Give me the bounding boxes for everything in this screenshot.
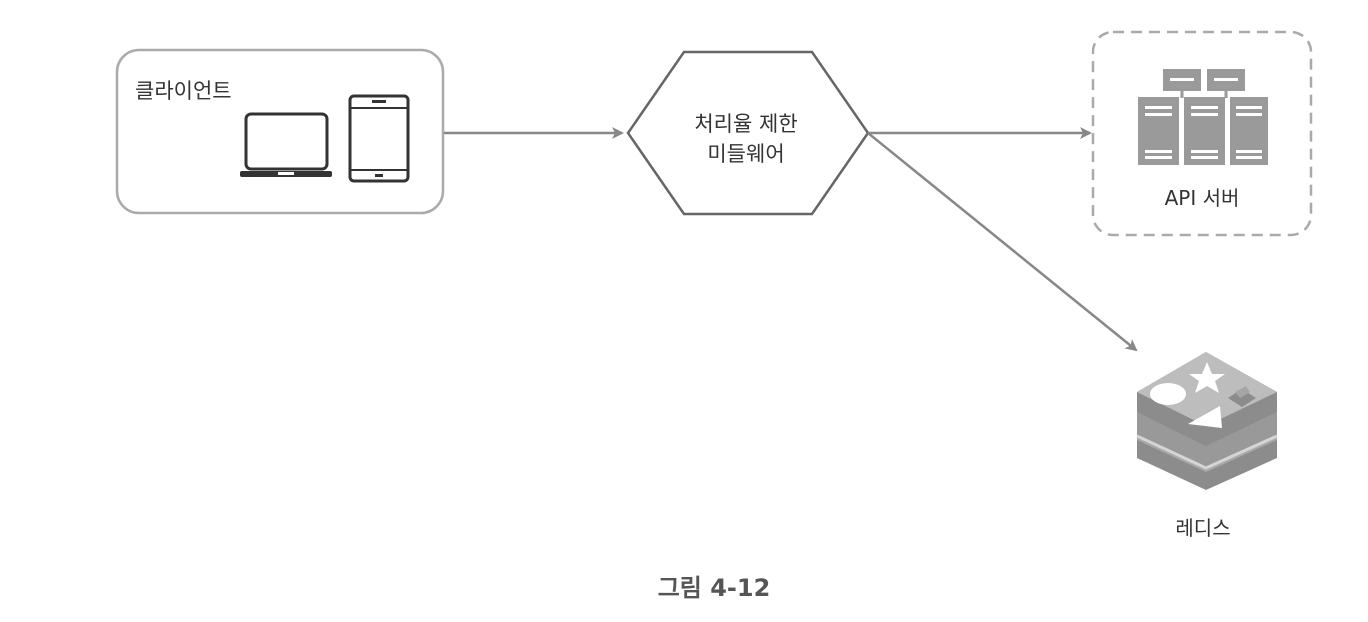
api-server-label: API 서버	[1165, 186, 1240, 210]
redis-node: 레디스	[1136, 352, 1278, 540]
client-label: 클라이언트	[135, 79, 232, 103]
client-node: 클라이언트	[115, 48, 445, 215]
server-rack-icon	[1138, 69, 1268, 165]
api-server-node: API 서버	[1091, 30, 1313, 237]
figure-caption: 그림 4-12	[658, 574, 771, 602]
middleware-label-line1: 처리율 제한	[694, 112, 797, 136]
client-box	[115, 48, 445, 215]
redis-icon	[1136, 352, 1278, 490]
arrow-middleware-to-redis	[867, 132, 1138, 352]
tablet-icon	[348, 94, 410, 183]
middleware-label-line2: 미들웨어	[707, 142, 784, 166]
laptop-icon	[240, 112, 332, 177]
redis-label: 레디스	[1175, 516, 1230, 540]
middleware-node: 처리율 제한 미들웨어	[626, 50, 870, 216]
